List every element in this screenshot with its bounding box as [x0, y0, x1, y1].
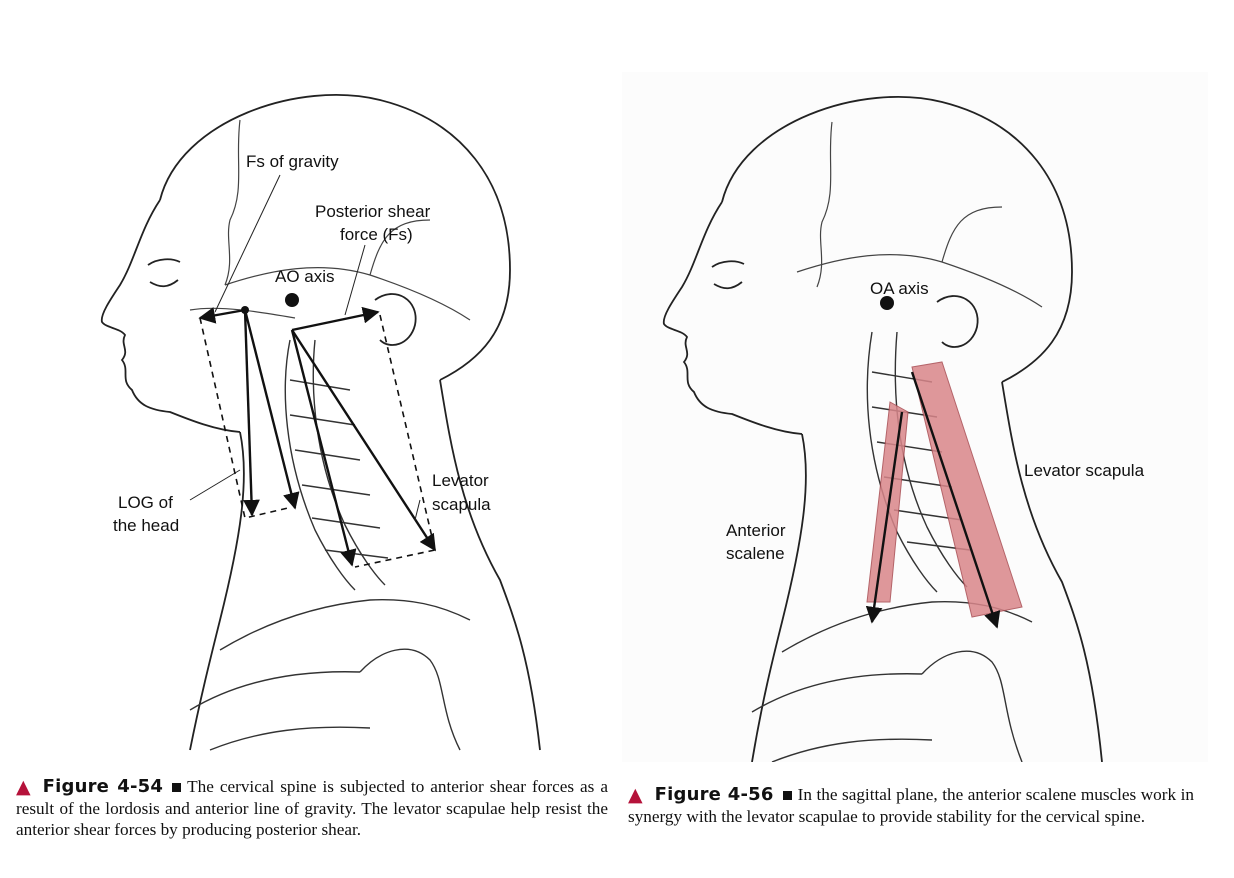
label-log-of: LOG of	[118, 493, 173, 512]
label-levator: Levator	[432, 471, 489, 490]
label-oa-axis: OA axis	[870, 279, 929, 298]
muscle-force-vectors	[865, 371, 1001, 629]
label-scalene: scalene	[726, 544, 785, 563]
label-leader-lines	[189, 174, 421, 521]
skull-sutures-right	[796, 121, 1043, 308]
levator-scapula-muscle	[911, 361, 1023, 618]
figure-number: Figure 4-54	[42, 776, 164, 797]
figure-4-56-illustration: OA axis Levator scapula Anterior scalene	[622, 72, 1208, 762]
head-outline	[100, 94, 541, 751]
scalene-levator-diagram: OA axis Levator scapula Anterior scalene	[662, 96, 1145, 762]
label-scapula: scapula	[432, 495, 491, 514]
head-neck-shear-diagram: Fs of gravity Posterior shear force (Fs)…	[100, 94, 541, 751]
force-construction-lines	[199, 314, 436, 568]
label-fs-of-gravity: Fs of gravity	[246, 152, 339, 171]
force-vectors	[198, 306, 437, 567]
label-the-head: the head	[113, 516, 179, 535]
caption-triangle-icon: ▲	[628, 784, 643, 806]
label-posterior-shear: Posterior shear	[315, 202, 431, 221]
caption-text: In the sagittal plane, the anterior scal…	[628, 785, 1194, 826]
head-outline-right	[662, 96, 1103, 762]
label-posterior-shear-force: force (Fs)	[340, 225, 413, 244]
label-levator-scapula: Levator scapula	[1024, 461, 1145, 480]
figure-number: Figure 4-56	[654, 784, 774, 805]
caption-square-icon	[782, 791, 792, 801]
caption-triangle-icon: ▲	[16, 776, 31, 798]
cervical-spine	[189, 339, 471, 751]
label-anterior: Anterior	[726, 521, 786, 540]
anterior-scalene-muscle	[866, 401, 909, 603]
caption-square-icon	[172, 783, 182, 793]
figure-4-54-illustration: Fs of gravity Posterior shear force (Fs)…	[40, 60, 620, 760]
oa-axis-point	[880, 296, 894, 310]
label-ao-axis: AO axis	[275, 267, 335, 286]
gravity-force-origin	[241, 306, 249, 314]
ao-axis-point	[285, 293, 299, 307]
caption-text: The cervical spine is subjected to anter…	[16, 777, 608, 839]
